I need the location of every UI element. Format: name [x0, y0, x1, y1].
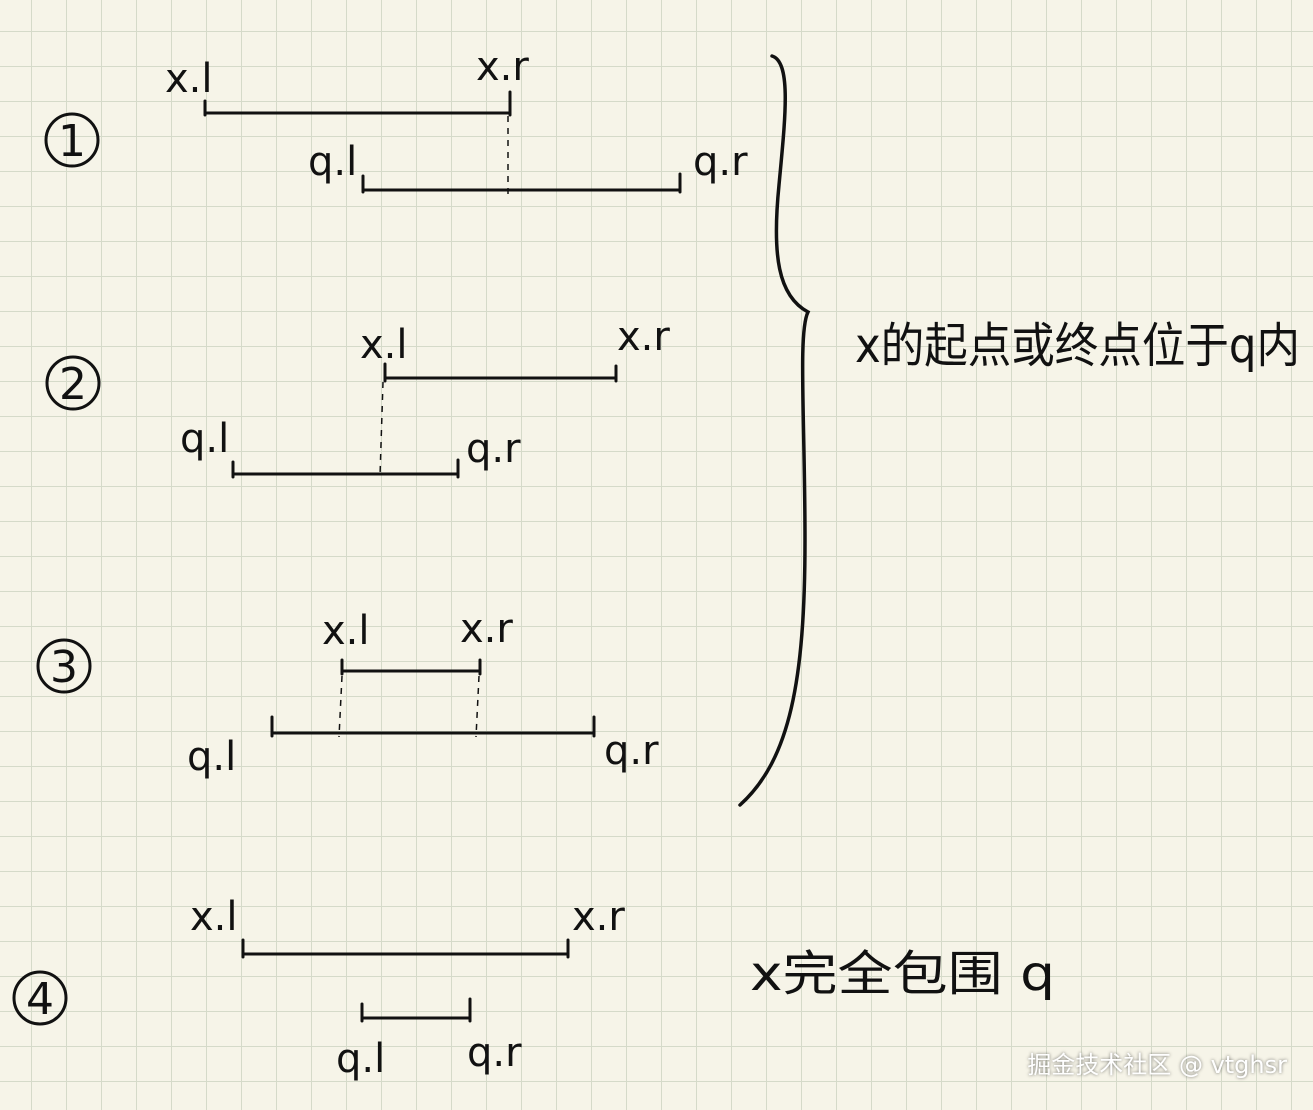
case-1-x-left-label: x.l [165, 56, 213, 102]
case-3-circle [36, 638, 92, 694]
case-3-q-left-label: q.l [187, 734, 236, 780]
case-3-x-right-label: x.r [460, 606, 513, 652]
case-2-q-right-label: q.r [466, 426, 521, 472]
case-4-circle [12, 970, 68, 1026]
right-curly-brace [738, 54, 811, 807]
case-3-left-projection-dash [338, 675, 343, 738]
case-4-q-right-label: q.r [467, 1030, 522, 1076]
case-4-q-left-label: q.l [336, 1036, 385, 1082]
watermark: 掘金技术社区 @ vtghsr [1027, 1051, 1287, 1079]
case-1-x-right-label: x.r [476, 44, 529, 90]
case-2-x-left-label: x.l [360, 322, 408, 368]
case-4-x-left-label: x.l [190, 894, 238, 940]
brace-note: x的起点或终点位于q内 [855, 318, 1300, 374]
case-1: 1 x.l x.r q.l q.r [44, 44, 748, 196]
case-2-circle [45, 355, 101, 411]
case-3: 3 x.l x.r q.l q.r [36, 606, 659, 780]
case-2: 2 x.l x.r q.l q.r [45, 314, 670, 479]
case-2-q-left-label: q.l [180, 416, 229, 462]
case-4-number: 4 [26, 974, 54, 1025]
case-4: 4 x.l x.r q.l q.r [12, 894, 625, 1082]
case-3-number: 3 [50, 642, 78, 693]
case-3-q-right-label: q.r [604, 728, 659, 774]
case-3-x-left-label: x.l [322, 608, 370, 654]
case-4-x-right-label: x.r [572, 894, 625, 940]
case-1-q-left-label: q.l [308, 139, 357, 185]
case-2-x-right-label: x.r [617, 314, 670, 360]
case-1-circle [44, 112, 100, 168]
case-2-number: 2 [59, 359, 87, 410]
case-1-q-right-label: q.r [693, 139, 748, 185]
contain-note: x完全包围 q [750, 946, 1055, 1002]
case-2-projection-dash [379, 381, 384, 477]
case-1-number: 1 [58, 116, 86, 167]
case-3-right-projection-dash [475, 675, 480, 738]
